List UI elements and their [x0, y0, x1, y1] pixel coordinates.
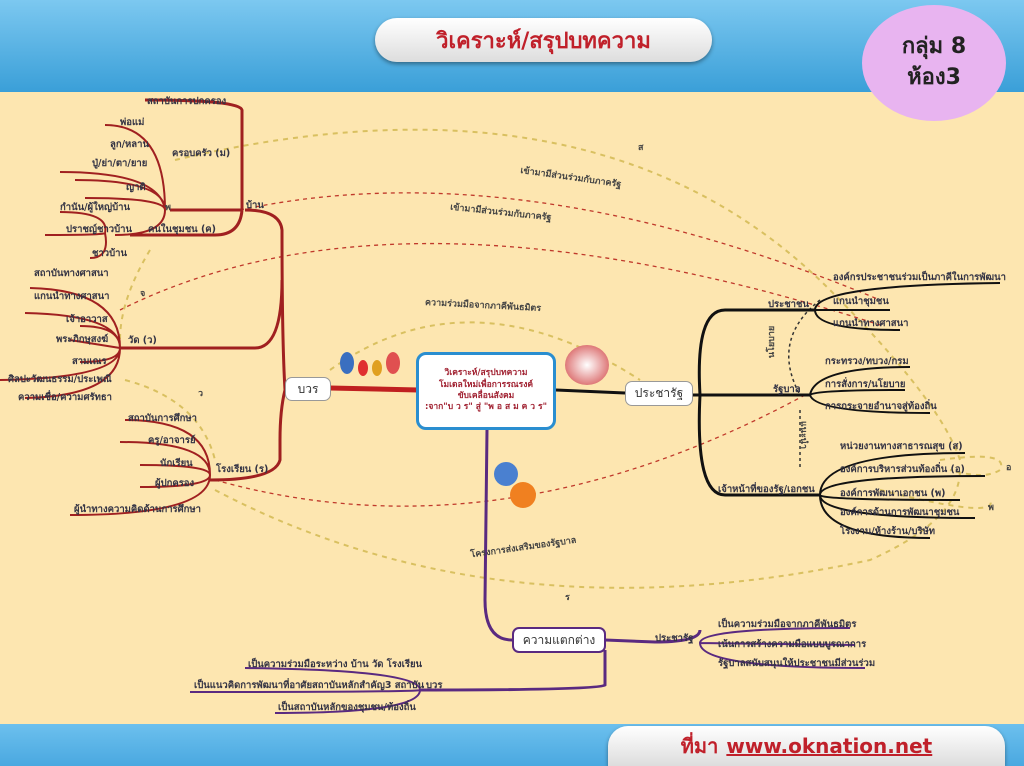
family-item: พ่อแม่: [120, 117, 145, 128]
gov-item: การสั่งการ/นโยบาย: [825, 379, 906, 390]
group-number: กลุ่ม 8: [901, 34, 967, 60]
family-label: ครอบครัว (ม): [172, 148, 231, 159]
people-item: แกนนำชุมชน: [833, 296, 889, 307]
family-item: ปู่/ย่า/ตา/ยาย: [92, 158, 148, 169]
diff-pracharat-item: เป็นความร่วมมือจากภาคีพันธมิตร: [718, 619, 857, 630]
school-item: สถาบันการศึกษา: [128, 413, 197, 424]
officials-item: หน่วยงานทางสาธารณสุข (ส): [840, 441, 963, 452]
community-item: กำนัน/ผู้ใหญ่บ้าน: [60, 202, 130, 213]
difference-node: ความแตกต่าง: [512, 627, 606, 653]
school-label: โรงเรียน (ร): [216, 464, 269, 475]
family-item: ลูก/หลาน: [110, 139, 149, 150]
link-label-policy: นโยบาย: [767, 325, 778, 359]
center-node: วิเคราะห์/สรุปบทความ โมเดลใหม่เพื่อการรณ…: [416, 352, 556, 430]
room-number: ห้อง3: [907, 65, 961, 90]
wat-item: ความเชื่อ/ความศรัทธา: [18, 392, 112, 403]
ban-label: บ้าน: [246, 200, 264, 211]
officials-label: เจ้าหน้าที่ของรัฐ/เอกชน: [718, 484, 815, 495]
school-item: ผู้ปกครอง: [155, 478, 195, 489]
center-line: โมเดลใหม่เพื่อการรณรงค์: [438, 379, 534, 390]
bwr-node: บวร: [285, 377, 331, 401]
link-label-s: ส: [638, 143, 644, 153]
community-item: ปราชญ์ชาวบ้าน: [66, 224, 132, 235]
diff-bwr-item: เป็นความร่วมมือระหว่าง บ้าน วัด โรงเรียน: [248, 659, 423, 670]
people-item: แกนนำทางศาสนา: [833, 318, 909, 329]
wat-item: สถาบันทางศาสนา: [34, 268, 109, 279]
link-label-r: ร: [565, 593, 570, 603]
wat-item: พระภิกษุสงฆ์: [56, 334, 109, 345]
people-item: องค์กรประชาชนร่วมเป็นภาคีในการพัฒนา: [833, 272, 1006, 283]
diff-bwr-item: เป็นสถาบันหลักของชุมชน/ท้องถิ่น: [278, 702, 416, 713]
school-item: ครู/อาจารย์: [148, 435, 196, 446]
family-item: ญาติ: [126, 182, 146, 193]
gov-label: รัฐบาล: [773, 384, 801, 395]
diff-bwr-label: บวร: [426, 680, 443, 691]
link-label-advise: แนะนำ: [798, 421, 808, 449]
link-label-w: ว: [198, 389, 204, 399]
center-line: วิเคราะห์/สรุปบทความ: [444, 368, 528, 379]
gov-item: กระทรวง/ทบวง/กรม: [825, 356, 909, 367]
officials-item: โรงงาน/ห้างร้าน/บริษัท: [840, 526, 936, 537]
wat-item: เจ้าอาวาส: [66, 314, 108, 325]
diff-bwr-item: เป็นแนวคิดการพัฒนาที่อาศัยสถาบันหลักสำคั…: [194, 680, 425, 691]
officials-item: องค์การพัฒนาเอกชน (พ): [840, 488, 946, 499]
center-line: ขับเคลื่อนสังคม: [457, 391, 515, 401]
wat-item: ศิลปะวัฒนธรรม/ประเพณี: [8, 374, 112, 385]
pracharat-node: ประชารัฐ: [625, 381, 693, 406]
community-label: คนในชุมชน (ค): [148, 224, 216, 235]
link-label-p2: พ: [988, 503, 994, 513]
link-label-j: จ: [140, 289, 146, 299]
gov-item: การกระจายอำนาจสู่ท้องถิ่น: [825, 401, 937, 412]
group-badge: กลุ่ม 8 ห้อง3: [862, 5, 1006, 121]
people-label: ประชาชน: [768, 299, 809, 310]
source-link[interactable]: www.oknation.net: [726, 734, 933, 758]
source-footer: ที่มา www.oknation.net: [608, 726, 1005, 766]
source-prefix: ที่มา: [680, 734, 719, 758]
link-label-p: พ: [165, 203, 171, 213]
officials-item: องค์การบริหารส่วนท้องถิ่น (อ): [840, 464, 965, 475]
diff-pracharat-item: รัฐบาลสนับสนุนให้ประชาชนมีส่วนร่วม: [718, 658, 876, 669]
school-item: นักเรียน: [160, 458, 193, 469]
officials-item: องค์การด้านการพัฒนาชุมชน: [840, 507, 960, 518]
wat-label: วัด (ว): [128, 335, 157, 346]
diff-pracharat-label: ประชารัฐ: [655, 633, 694, 644]
school-item: ผู้นำทางความคิดด้านการศึกษา: [74, 504, 202, 515]
ban-top-item: สถาบันการปกครอง: [147, 96, 227, 107]
wat-item: แกนนำทางศาสนา: [34, 291, 110, 302]
community-item: ชาวบ้าน: [92, 248, 127, 259]
link-label-o: อ: [1006, 463, 1012, 473]
page-title: วิเคราะห์/สรุปบทความ: [375, 18, 712, 62]
wat-item: สามเณร: [72, 356, 107, 367]
diff-pracharat-item: เน้นการสร้างความมือแบบบูรณาการ: [718, 639, 867, 650]
center-line: :จาก"บ ว ร" สู่ "พ อ ส ม ค ว ร": [424, 402, 548, 413]
